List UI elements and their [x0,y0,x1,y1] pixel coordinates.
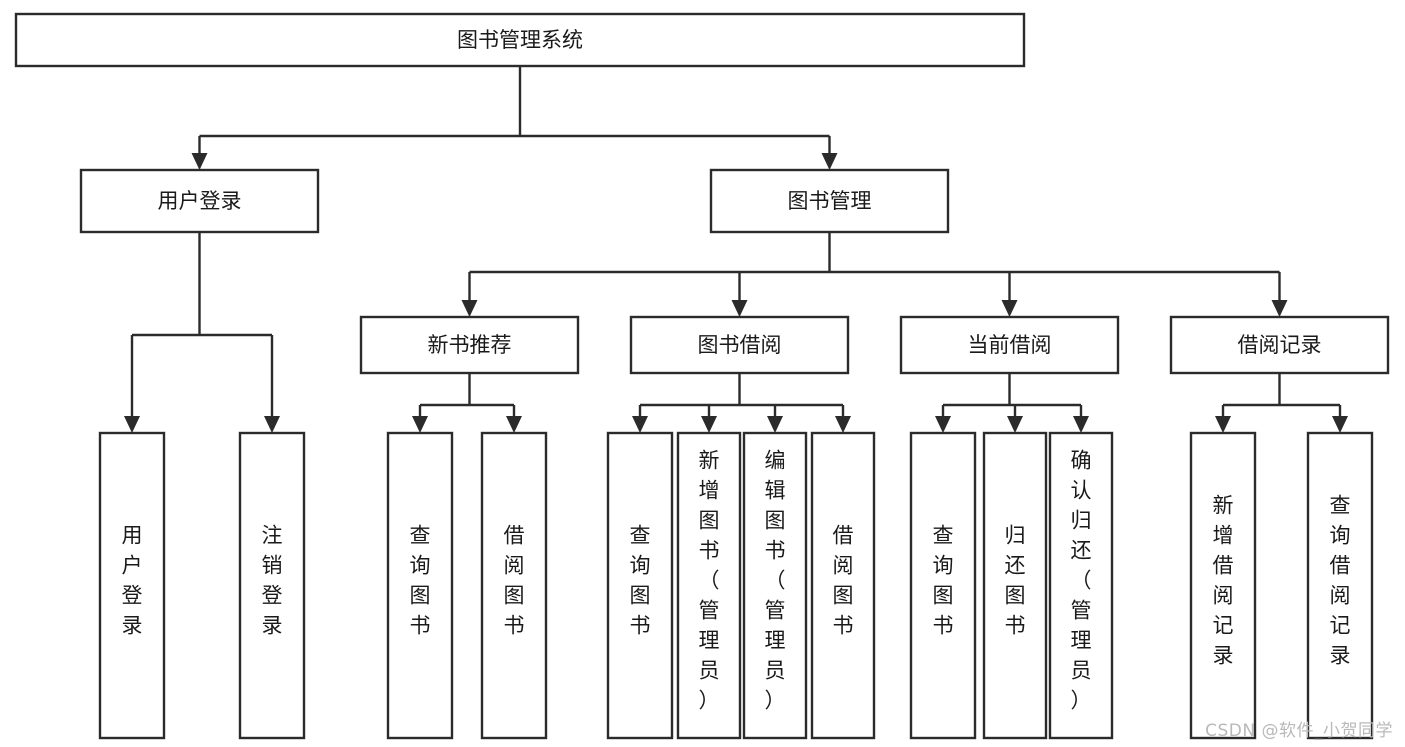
node-box-user-logout-leaf [238,431,306,740]
node-edit-book-admin[interactable]: 编辑图书（管理员） [742,431,808,740]
node-new-book-recommend[interactable]: 新书推荐 [359,315,580,375]
node-box-book-management [709,168,950,234]
node-label-book-borrow: 图书借阅 [698,333,782,357]
node-return-book[interactable]: 归还图书 [982,431,1048,740]
node-book-borrow[interactable]: 图书借阅 [629,315,850,375]
node-box-add-borrow-record [1189,431,1257,740]
link-book-borrow-to-borrow-book-2-arrowhead [835,416,851,433]
link-new-book-recommend-to-query-book-1-arrowhead [412,416,428,433]
node-query-book-2[interactable]: 查询图书 [606,431,674,740]
node-box-borrow-record [1169,315,1390,375]
node-add-borrow-record[interactable]: 新增借阅记录 [1189,431,1257,740]
node-label-new-book-recommend: 新书推荐 [428,333,512,357]
node-root[interactable]: 图书管理系统 [14,12,1026,68]
node-label-borrow-book-1: 借阅图书 [504,524,525,638]
node-box-user-login [79,168,320,234]
node-layer: 图书管理系统用户登录用户登录注销登录图书管理新书推荐查询图书借阅图书图书借阅查询… [14,12,1390,740]
node-label-query-borrow-record: 查询借阅记录 [1330,494,1351,668]
node-query-borrow-record[interactable]: 查询借阅记录 [1306,431,1374,740]
watermark-text: CSDN @软件_小贺同学 [1205,721,1393,741]
node-user-logout-leaf[interactable]: 注销登录 [238,431,306,740]
node-box-edit-book-admin [742,431,808,740]
link-book-management-to-current-borrow-arrowhead [1001,300,1018,317]
node-label-return-book: 归还图书 [1005,524,1026,638]
node-add-book-admin[interactable]: 新增图书（管理员） [676,431,742,740]
node-confirm-return-admin[interactable]: 确认归还（管理员） [1048,431,1114,740]
node-box-query-borrow-record [1306,431,1374,740]
link-book-borrow-to-add-book-admin-arrowhead [701,416,717,433]
node-box-borrow-book-1 [480,431,548,740]
link-current-borrow-to-return-book-arrowhead [1007,416,1023,433]
node-current-borrow[interactable]: 当前借阅 [899,315,1120,375]
node-box-add-book-admin [676,431,742,740]
node-book-management[interactable]: 图书管理 [709,168,950,234]
node-box-query-book-1 [386,431,454,740]
node-label-user-login-leaf: 用户登录 [122,524,143,638]
node-borrow-book-2[interactable]: 借阅图书 [810,431,876,740]
node-box-confirm-return-admin [1048,431,1114,740]
node-query-book-3[interactable]: 查询图书 [909,431,977,740]
node-box-user-login-leaf [98,431,166,740]
link-book-management-to-borrow-record-arrowhead [1271,300,1288,317]
link-current-borrow-to-confirm-return-admin-arrowhead [1073,416,1089,433]
node-user-login-leaf[interactable]: 用户登录 [98,431,166,740]
link-book-borrow-to-edit-book-admin-arrowhead [767,416,783,433]
node-query-book-1[interactable]: 查询图书 [386,431,454,740]
node-label-add-book-admin: 新增图书（管理员） [699,449,720,713]
node-box-current-borrow [899,315,1120,375]
link-book-management-to-book-borrow-arrowhead [731,300,748,317]
node-label-query-book-3: 查询图书 [933,524,954,638]
link-borrow-record-to-add-borrow-record-arrowhead [1215,416,1231,433]
node-box-query-book-3 [909,431,977,740]
node-box-root [14,12,1026,68]
node-box-book-borrow [629,315,850,375]
link-borrow-record-to-query-borrow-record-arrowhead [1332,416,1348,433]
node-label-add-borrow-record: 新增借阅记录 [1213,494,1234,668]
link-user-login-to-user-logout-leaf-arrowhead [264,416,280,433]
node-box-borrow-book-2 [810,431,876,740]
node-label-user-logout-leaf: 注销登录 [262,524,283,638]
link-new-book-recommend-to-borrow-book-1-arrowhead [506,416,522,433]
link-current-borrow-to-query-book-3-arrowhead [935,416,951,433]
link-book-borrow-to-query-book-2-arrowhead [632,416,648,433]
node-borrow-book-1[interactable]: 借阅图书 [480,431,548,740]
node-label-query-book-2: 查询图书 [630,524,651,638]
node-label-current-borrow: 当前借阅 [968,333,1052,357]
link-user-login-to-user-login-leaf-arrowhead [124,416,140,433]
node-label-edit-book-admin: 编辑图书（管理员） [765,449,786,713]
node-label-confirm-return-admin: 确认归还（管理员） [1071,449,1092,713]
node-label-book-management: 图书管理 [788,189,872,213]
node-box-query-book-2 [606,431,674,740]
link-root-to-user-login-arrowhead [191,153,208,170]
link-root-to-book-management-arrowhead [821,153,838,170]
node-label-borrow-record: 借阅记录 [1238,333,1322,357]
node-label-borrow-book-2: 借阅图书 [833,524,854,638]
node-user-login[interactable]: 用户登录 [79,168,320,234]
node-label-query-book-1: 查询图书 [410,524,431,638]
node-label-root: 图书管理系统 [457,28,583,52]
node-box-return-book [982,431,1048,740]
node-borrow-record[interactable]: 借阅记录 [1169,315,1390,375]
node-box-new-book-recommend [359,315,580,375]
link-book-management-to-new-book-recommend-arrowhead [461,300,478,317]
connector-layer [124,66,1348,433]
node-label-user-login: 用户登录 [158,189,242,213]
